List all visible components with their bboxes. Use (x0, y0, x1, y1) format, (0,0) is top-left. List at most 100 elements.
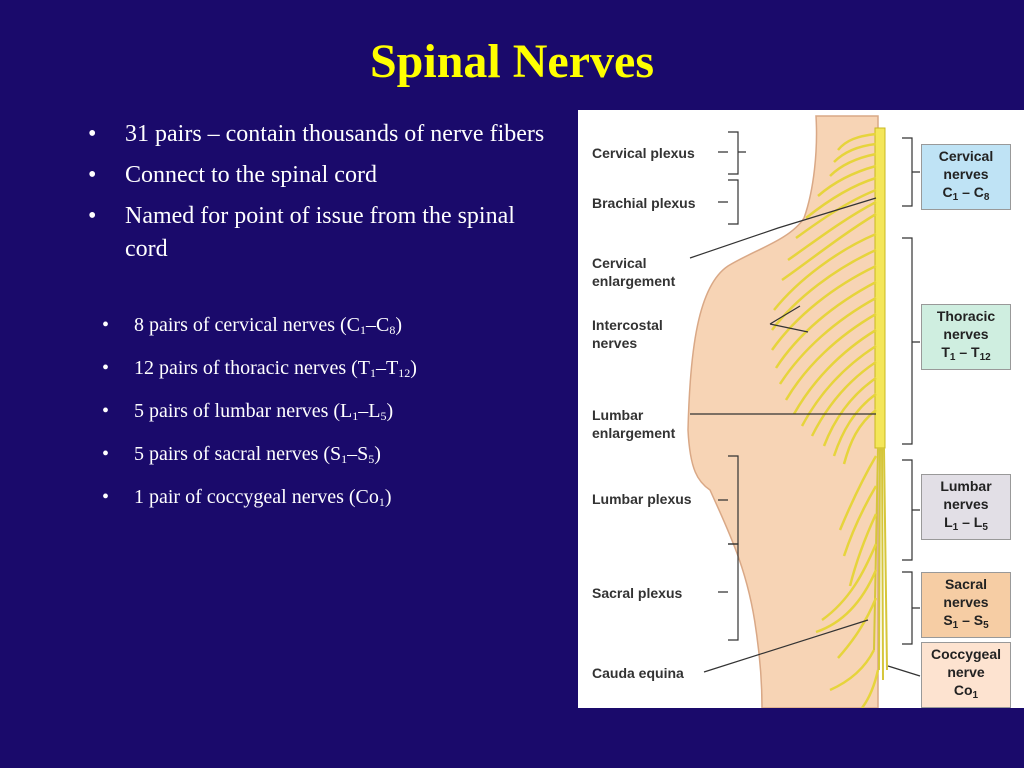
box-range-part: Co (953, 682, 973, 698)
sub-bullet-text: ) (374, 443, 381, 465)
label-line: enlargement (592, 425, 676, 441)
subscript: 1 (952, 620, 959, 631)
box-line: Cervical (938, 148, 994, 164)
box-range: Co1 (922, 681, 1010, 705)
sub-bullet-text: 1 pair of coccygeal nerves (Co (134, 486, 379, 508)
label-line: Lumbar (592, 407, 644, 423)
box-range: S1 – S5 (922, 611, 1010, 635)
label-line: Intercostal (592, 317, 663, 333)
label-brachial-plexus: Brachial plexus (592, 195, 696, 211)
bullet-item: • Connect to the spinal cord (88, 159, 558, 192)
sub-bullet-item: • 8 pairs of cervical nerves (C1–C8) (88, 310, 568, 345)
sub-bullet-text: ) (386, 400, 394, 422)
sub-bullet-text: –L (358, 400, 381, 422)
sub-bullet-item: • 1 pair of coccygeal nerves (Co1) (88, 482, 568, 517)
subscript: 5 (380, 409, 387, 423)
subscript: 12 (979, 352, 991, 363)
subscript: 1 (972, 690, 979, 701)
subscript: 1 (352, 409, 359, 423)
sub-bullet-text: 5 pairs of sacral nerves (S (134, 443, 342, 465)
sub-bullet-item: • 5 pairs of lumbar nerves (L1–L5) (88, 396, 568, 431)
box-range: L1 – L5 (922, 513, 1010, 537)
box-range-part: – S (958, 612, 984, 628)
subscript: 5 (368, 452, 375, 466)
lumbar-sacral-nerves (815, 455, 880, 708)
label-line: Cervical (592, 255, 647, 271)
sub-bullet-list: •8 pairs of cervical nerves (C1–C8) •12 … (88, 310, 568, 525)
box-range-part: L (944, 514, 953, 530)
label-lumbar-plexus: Lumbar plexus (592, 491, 692, 507)
bullet-dot: • (88, 121, 97, 147)
box-line: Sacral (944, 576, 988, 592)
sub-bullet-text: 5 pairs of lumbar nerves (L (134, 400, 353, 422)
box-range: T1 – T12 (922, 343, 1010, 367)
box-line: nerves (943, 496, 989, 512)
box-line: Coccygeal (930, 646, 1002, 662)
label-cervical-enlargement: Cervical enlargement (592, 254, 675, 290)
bullet-text: Named for point of issue from the spinal… (125, 203, 515, 262)
sub-bullet-text: 12 pairs of thoracic nerves (T (134, 357, 371, 379)
bullet-list: • 31 pairs – contain thousands of nerve … (88, 118, 558, 274)
sub-bullet-text: ) (395, 314, 403, 336)
bullet-item: • 31 pairs – contain thousands of nerve … (88, 118, 558, 151)
box-sacral-nerves: Sacral nerves S1 – S5 (921, 572, 1011, 638)
label-line: nerves (592, 335, 638, 351)
subscript: 1 (949, 352, 956, 363)
label-cervical-plexus: Cervical plexus (592, 145, 695, 161)
subscript: 1 (952, 192, 959, 203)
cauda-equina-bundle (873, 447, 888, 681)
bullet-dot: • (102, 443, 110, 465)
box-range-part: C (942, 184, 953, 200)
bullet-dot: • (102, 400, 110, 422)
subscript: 8 (983, 192, 990, 203)
sub-bullet-item: •12 pairs of thoracic nerves (T1–T12) (88, 353, 568, 388)
label-cauda-equina: Cauda equina (592, 665, 684, 681)
label-intercostal-nerves: Intercostal nerves (592, 316, 663, 352)
box-cervical-nerves: Cervical nerves C1 – C8 (921, 144, 1011, 210)
sub-bullet-text: –T (376, 357, 399, 379)
anatomy-illustration (687, 115, 921, 708)
subscript: 8 (389, 323, 396, 337)
bullet-item: • Named for point of issue from the spin… (88, 200, 558, 266)
bullet-dot: • (102, 486, 110, 508)
subscript: 5 (982, 522, 988, 533)
box-range-part: – T (955, 344, 980, 360)
box-range-part: T (941, 344, 950, 360)
sub-bullet-text: ) (410, 357, 417, 379)
label-line: enlargement (592, 273, 676, 289)
sub-bullet-text: ) (384, 486, 392, 508)
box-range-part: – C (958, 184, 984, 200)
box-line: nerves (943, 326, 989, 342)
bullet-text: Connect to the spinal cord (125, 162, 377, 188)
subscript: 5 (983, 620, 989, 631)
intercostal-nerves (770, 232, 877, 465)
bullet-dot: • (102, 357, 110, 379)
subscript: 1 (378, 495, 385, 509)
label-sacral-plexus: Sacral plexus (592, 585, 683, 601)
bullet-dot: • (88, 162, 97, 188)
sub-bullet-text: –C (366, 314, 390, 336)
sub-bullet-text: 8 pairs of cervical nerves (C (134, 314, 361, 336)
bullet-dot: • (102, 314, 110, 336)
cervical-nerves (781, 132, 877, 282)
label-lumbar-enlargement: Lumbar enlargement (592, 406, 675, 442)
leader-lines (689, 131, 921, 677)
subscript: 1 (370, 366, 377, 380)
subscript: 1 (360, 323, 367, 337)
box-line: nerves (943, 594, 989, 610)
spinal-cord (874, 127, 886, 449)
box-range: C1 – C8 (922, 183, 1010, 207)
box-line: nerves (943, 166, 989, 182)
box-line: nerve (947, 664, 985, 680)
sub-bullet-text: –S (347, 443, 369, 465)
subscript: 1 (341, 452, 348, 466)
box-thoracic-nerves: Thoracic nerves T1 – T12 (921, 304, 1011, 370)
slide-title: Spinal Nerves (369, 35, 654, 88)
box-coccygeal-nerve: Coccygeal nerve Co1 (921, 642, 1011, 708)
body-silhouette (687, 115, 879, 708)
box-range-part: S (943, 612, 953, 628)
box-line: Lumbar (940, 478, 992, 494)
sub-bullet-item: • 5 pairs of sacral nerves (S1–S5) (88, 439, 568, 474)
spinal-nerves-figure: Cervical plexus Brachial plexus Cervical… (578, 110, 1024, 708)
subscript: 1 (952, 522, 959, 533)
